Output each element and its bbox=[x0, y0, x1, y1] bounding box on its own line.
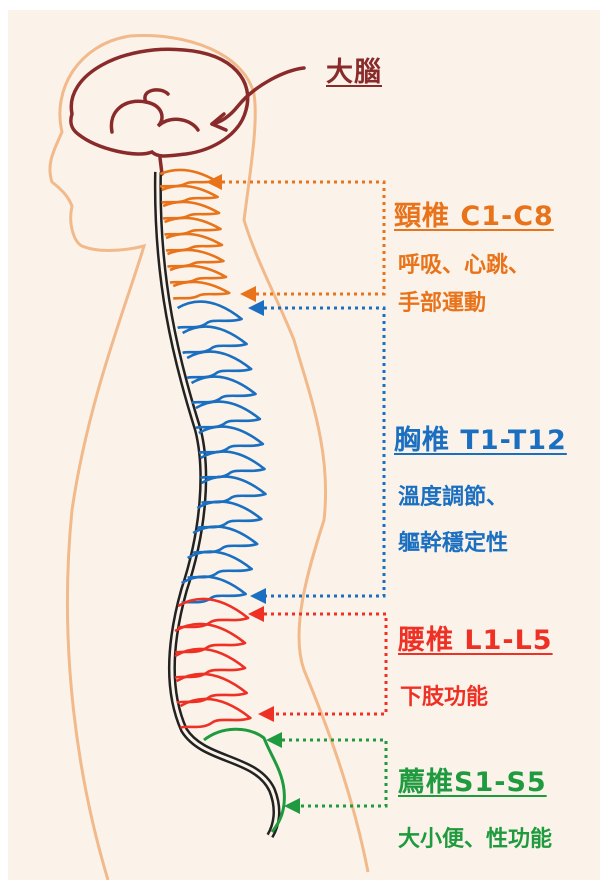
cervical-vertebra-4 bbox=[165, 218, 221, 235]
cervical-desc-line-2: 手部運動 bbox=[398, 284, 486, 324]
cervical-vertebra-7 bbox=[170, 266, 226, 283]
thoracic-vertebra-8 bbox=[202, 477, 266, 503]
spine-diagram-canvas: 大腦 頸椎 C1-C8 呼吸、心跳、 手部運動 胸椎 T1-T12 溫度調節、 … bbox=[8, 10, 600, 880]
thoracic-vertebra-5 bbox=[196, 402, 260, 428]
thoracic-vertebra-7 bbox=[201, 452, 265, 478]
thoracic-desc-line-1: 溫度調節、 bbox=[398, 478, 508, 518]
cervical-vertebra-1 bbox=[160, 170, 216, 187]
lumbar-desc-line-1: 下肢功能 bbox=[400, 678, 488, 718]
sacrum-outline bbox=[204, 729, 284, 832]
vertebrae-group bbox=[160, 170, 284, 832]
lumbar-arrowhead-bottom bbox=[258, 706, 274, 722]
thoracic-vertebra-1 bbox=[178, 302, 242, 328]
cervical-arrowhead-bottom bbox=[240, 286, 256, 302]
cervical-desc-line-1: 呼吸、心跳、 bbox=[398, 246, 530, 286]
lumbar-title: 腰椎 L1-L5 bbox=[398, 618, 553, 657]
thoracic-title: 胸椎 T1-T12 bbox=[394, 418, 567, 457]
thoracic-desc-line-2: 軀幹穩定性 bbox=[398, 524, 508, 564]
thoracic-vertebra-3 bbox=[187, 352, 251, 378]
thoracic-vertebra-9 bbox=[197, 502, 261, 528]
lumbar-vertebra-2 bbox=[175, 624, 245, 653]
cervical-vertebra-3 bbox=[163, 202, 219, 219]
lumbar-vertebra-3 bbox=[175, 649, 245, 678]
cervical-title: 頸椎 C1-C8 bbox=[394, 194, 554, 233]
cervical-vertebra-8 bbox=[173, 282, 229, 299]
sacral-title: 薦椎S1-S5 bbox=[398, 760, 547, 799]
sacral-desc-line-1: 大小便、性功能 bbox=[398, 820, 552, 860]
lumbar-bracket-line bbox=[264, 614, 386, 714]
thoracic-vertebra-6 bbox=[199, 427, 263, 453]
thoracic-arrowhead-top bbox=[248, 300, 264, 316]
thoracic-vertebra-2 bbox=[183, 327, 247, 353]
thoracic-vertebra-4 bbox=[192, 377, 256, 403]
lumbar-arrowhead-top bbox=[248, 606, 264, 622]
sacral-arrowhead-bottom bbox=[284, 798, 300, 814]
cervical-vertebra-2 bbox=[162, 186, 218, 203]
brain-drawing bbox=[71, 49, 304, 174]
thoracic-arrowhead-bottom bbox=[250, 588, 266, 604]
arrows-group bbox=[206, 174, 386, 814]
cervical-vertebra-5 bbox=[166, 234, 222, 251]
cervical-vertebra-6 bbox=[167, 250, 223, 267]
brain-label: 大腦 bbox=[326, 50, 382, 89]
